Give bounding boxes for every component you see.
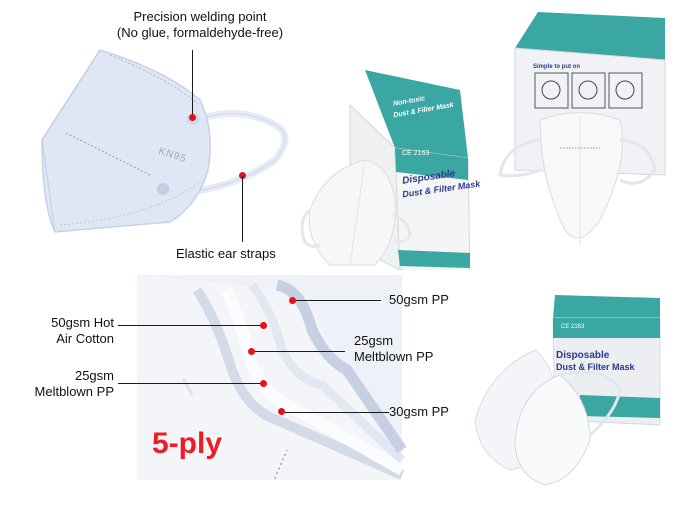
- box-instructions-illustration: [498, 12, 666, 245]
- layer-label-30gsm-pp: 30gsm PP: [389, 404, 449, 420]
- layer-label-meltblown-right-line1: 25gsm: [354, 333, 394, 348]
- ply-count-badge: 5-ply: [152, 427, 223, 460]
- layer-label-hot-air-cotton-line1: 50gsm Hot: [51, 315, 114, 330]
- leader-line-meltblown-right: [255, 351, 345, 352]
- layer-label-30gsm-pp-text: 30gsm PP: [389, 404, 449, 419]
- box-instructions-title: Simple to put on: [533, 64, 580, 70]
- layer-dot-30gsm-pp: [278, 408, 285, 415]
- leader-line-50gsm-pp: [296, 300, 381, 301]
- annotation-welding-point: Precision welding point (No glue, formal…: [100, 9, 300, 41]
- box2-title-line1: Disposable: [556, 350, 610, 361]
- layer-label-50gsm-pp-text: 50gsm PP: [389, 292, 449, 307]
- annotation-ear-straps: Elastic ear straps: [176, 246, 276, 261]
- two-masks-box-illustration: [474, 295, 661, 486]
- annotation-welding-point-line1: Precision welding point: [133, 9, 267, 24]
- layer-label-meltblown-left-line1: 25gsm: [74, 368, 114, 383]
- annotation-dot-ear-strap: [239, 172, 246, 179]
- box-open-illustration: [300, 70, 471, 270]
- layer-label-hot-air-cotton: 50gsm Hot Air Cotton: [20, 315, 114, 347]
- layer-dot-meltblown-right: [248, 348, 255, 355]
- leader-line-meltblown-left: [118, 383, 261, 384]
- annotation-dot-welding: [189, 114, 196, 121]
- layers-cross-section-illustration: [137, 275, 407, 480]
- annotation-welding-point-line2: (No glue, formaldehyde-free): [116, 25, 284, 40]
- box2-title-line2: Dust & Filter Mask: [556, 362, 635, 372]
- layer-label-meltblown-left: 25gsm Meltblown PP: [10, 368, 114, 400]
- layer-label-meltblown-right-line2: Meltblown PP: [354, 349, 434, 364]
- layer-dot-meltblown-left: [260, 380, 267, 387]
- layer-label-meltblown-left-line2: Meltblown PP: [34, 384, 114, 399]
- layer-dot-hot-air-cotton: [260, 322, 267, 329]
- leader-line-hot-air-cotton: [118, 325, 261, 326]
- leader-line-ear-strap: [242, 176, 243, 242]
- layer-label-hot-air-cotton-line2: Air Cotton: [56, 331, 114, 346]
- layer-label-meltblown-right: 25gsm Meltblown PP: [354, 333, 433, 365]
- layer-dot-50gsm-pp: [289, 297, 296, 304]
- box2-ce-mark: CE 2163: [561, 324, 585, 330]
- leader-line-30gsm-pp: [285, 412, 389, 413]
- leader-line-welding: [192, 50, 193, 116]
- box-ce-mark: CE 2163: [402, 150, 430, 157]
- kn95-mask-illustration: [41, 49, 289, 233]
- layer-label-50gsm-pp: 50gsm PP: [389, 292, 449, 308]
